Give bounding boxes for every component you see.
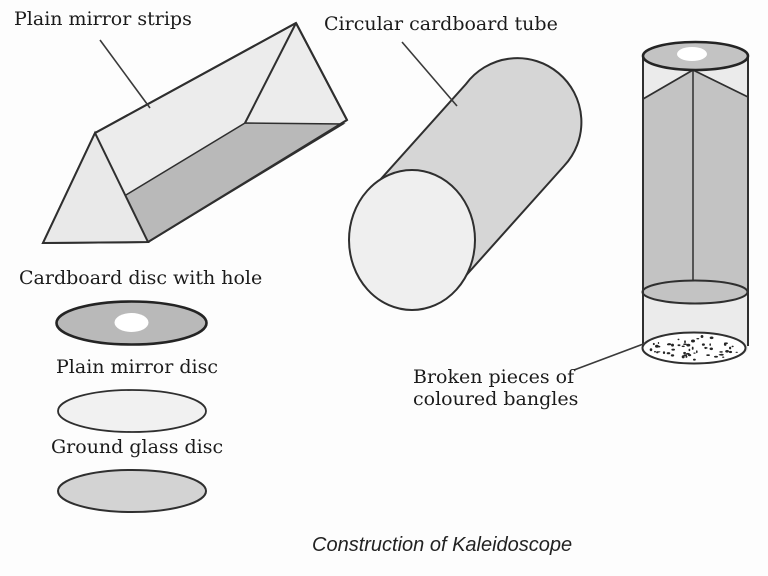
bangle-speckle [719,351,723,353]
label-cardboard-disc: Cardboard disc with hole [19,267,263,289]
label-bangles: Broken pieces of coloured bangles [413,366,578,410]
bangle-speckle [691,339,695,343]
label-cardboard-tube: Circular cardboard tube [324,13,558,35]
cardboard-tube-leader-line [401,41,458,107]
bangle-speckle [657,345,661,348]
bangle-speckle [662,351,666,354]
kal-prism-top-edges [642,69,749,100]
bangle-speckle [686,343,691,347]
bangle-speckle [688,354,692,357]
bangle-speckle [701,343,705,346]
label-glass-disc: Ground glass disc [51,436,224,458]
tube-front-face [348,169,476,311]
glass-disc-figure [57,469,207,513]
bangle-speckles [649,335,738,361]
label-mirror-strips: Plain mirror strips [14,8,192,30]
bangle-speckle [677,344,681,347]
bangle-speckle [681,345,685,348]
bangle-speckle [718,354,723,356]
bangle-speckle [681,355,685,359]
bangle-speckle [709,336,714,340]
bangle-speckle [654,350,656,353]
bangle-speckle [683,351,686,355]
bangles-disc [641,331,747,365]
bangle-speckle [725,350,729,353]
bangle-speckle [684,340,686,344]
bangle-speckle [700,335,704,338]
bangle-speckle [657,351,661,353]
bangle-speckle [666,352,671,355]
bangle-speckle [735,351,738,353]
bangle-speckle [696,350,698,354]
bangle-speckle [723,342,727,346]
label-bangles-line2: coloured bangles [413,388,579,410]
bangle-speckle [729,346,732,350]
bangle-speckle [655,344,659,348]
bangle-speckle [683,343,687,346]
cardboard-disc-hole [114,313,149,332]
bangle-speckle [657,342,660,344]
mirror-prism-figure [41,21,349,245]
bangle-speckle [709,347,713,351]
cardboard-disc-figure [55,300,208,346]
bangle-speckle [693,352,696,354]
bangle-speckle [685,355,688,358]
bangle-speckle [728,350,733,354]
label-bangles-line1: Broken pieces of [413,366,575,388]
bangle-speckle [649,348,653,352]
kaleidoscope-figure [573,40,750,371]
viewing-hole [677,47,707,61]
bangles-leader-line [573,342,647,371]
bangle-speckle [731,345,734,348]
bangle-speckle [677,338,680,341]
bangle-speckle [709,343,711,346]
bangle-speckle [704,346,707,349]
bangle-speckle [667,343,672,346]
bangle-speckle [722,356,725,358]
cardboard-tube-figure [348,41,583,311]
bangle-speckle [696,338,700,340]
bangle-speckle [688,348,691,352]
bangle-speckle [671,343,674,347]
prism-edges [94,22,348,243]
bangle-speckle [714,355,718,358]
bangle-speckle [693,358,696,361]
bangle-speckle [706,354,710,356]
kal-mirror-disc-inside [641,279,749,305]
mirror-disc-figure [57,389,207,433]
bangle-speckle [652,342,655,346]
bangle-speckle [671,348,675,351]
bangle-speckle [670,354,675,357]
kal-inner-prism [643,70,748,292]
prism-front-face [41,130,150,245]
diagram-caption: Construction of Kaleidoscope [312,534,573,556]
bangle-speckle [691,346,694,350]
mirror-strips-leader-line [99,39,151,109]
label-mirror-disc: Plain mirror disc [56,356,218,378]
